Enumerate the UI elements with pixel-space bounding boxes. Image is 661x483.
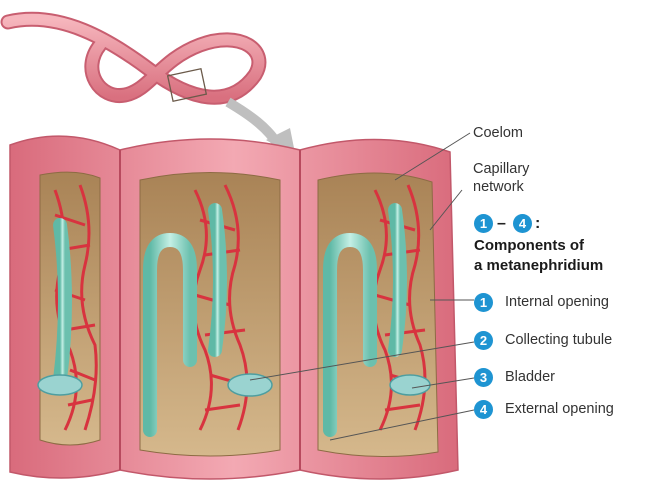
component-badge-2: 2 bbox=[474, 331, 493, 350]
component-badge-3: 3 bbox=[474, 368, 493, 387]
component-label-external-opening: External opening bbox=[505, 401, 614, 418]
component-label-internal-opening: Internal opening bbox=[505, 294, 609, 311]
component-badge-4: 4 bbox=[474, 400, 493, 419]
range-colon: : bbox=[535, 214, 540, 233]
range-start-badge: 1 bbox=[474, 214, 493, 233]
coelom-cavities bbox=[40, 172, 438, 456]
component-label-bladder: Bladder bbox=[505, 369, 555, 386]
coelom-label: Coelom bbox=[473, 125, 523, 142]
component-label-collecting-tubule: Collecting tubule bbox=[505, 332, 612, 349]
components-title-line2: a metanephridium bbox=[474, 256, 603, 275]
component-badge-1: 1 bbox=[474, 293, 493, 312]
range-dash: – bbox=[497, 214, 506, 233]
earthworm bbox=[8, 19, 259, 101]
capillary-network-label-line2: network bbox=[473, 179, 524, 196]
range-end-badge: 4 bbox=[513, 214, 532, 233]
components-title-line1: Components of bbox=[474, 236, 584, 255]
capillary-network-label-line1: Capillary bbox=[473, 161, 529, 178]
